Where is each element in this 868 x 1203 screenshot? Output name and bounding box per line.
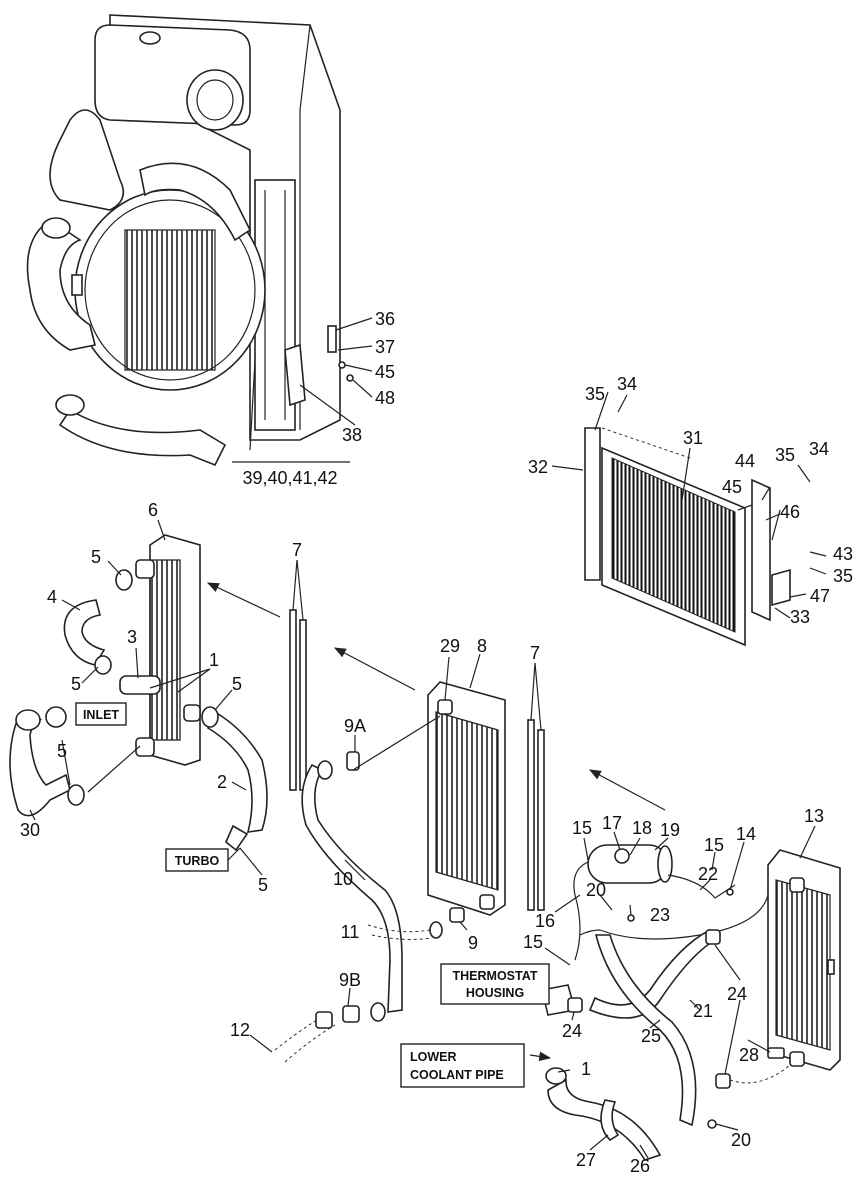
callout-15-b: 15 [704, 835, 724, 855]
callout-16: 16 [535, 911, 555, 931]
callout-20-b: 20 [731, 1130, 751, 1150]
callout-34-a: 34 [617, 374, 637, 394]
callout-24-b: 24 [727, 984, 747, 1004]
callout-21: 21 [693, 1001, 713, 1021]
callout-19: 19 [660, 820, 680, 840]
thermostat-label-line2: HOUSING [466, 986, 524, 1000]
callout-numbers: 36 37 45 48 38 39,40,41,42 35 34 31 32 4… [20, 309, 853, 1176]
radiator-assembly [26, 14, 373, 467]
callout-3: 3 [127, 627, 137, 647]
callout-4: 4 [47, 587, 57, 607]
callout-5-e: 5 [258, 875, 268, 895]
callout-9b: 9B [339, 970, 361, 990]
lower-label-line2: COOLANT PIPE [410, 1068, 504, 1082]
callout-22: 22 [698, 864, 718, 884]
callout-18: 18 [632, 818, 652, 838]
callout-5-a: 5 [91, 547, 101, 567]
callout-15-a: 15 [572, 818, 592, 838]
callout-12: 12 [230, 1020, 250, 1040]
callout-45-top: 45 [375, 362, 395, 382]
lower-coolant-pipe-label-box: LOWER COOLANT PIPE [400, 1043, 525, 1088]
callout-44: 44 [735, 451, 755, 471]
callout-23: 23 [650, 905, 670, 925]
callout-31: 31 [683, 428, 703, 448]
turbo-label-box: TURBO [165, 848, 229, 872]
callout-5-b: 5 [71, 674, 81, 694]
callout-33: 33 [790, 607, 810, 627]
callout-7-a: 7 [292, 540, 302, 560]
callout-17: 17 [602, 813, 622, 833]
callout-26: 26 [630, 1156, 650, 1176]
callout-2: 2 [217, 772, 227, 792]
callout-39-42: 39,40,41,42 [242, 468, 337, 488]
ac-condenser-assembly [551, 391, 827, 647]
callout-14: 14 [736, 824, 756, 844]
coolant-piping-assembly [517, 825, 841, 1161]
callout-5-d: 5 [57, 741, 67, 761]
callout-20-a: 20 [586, 880, 606, 900]
callout-10: 10 [333, 869, 353, 889]
turbo-label: TURBO [175, 854, 220, 868]
inlet-label: INLET [83, 708, 119, 722]
callout-1-a: 1 [209, 650, 219, 670]
callout-13: 13 [804, 806, 824, 826]
callout-28: 28 [739, 1045, 759, 1065]
callout-46: 46 [780, 502, 800, 522]
callout-29: 29 [440, 636, 460, 656]
center-cooler-assembly [206, 559, 666, 1063]
callout-34-b: 34 [809, 439, 829, 459]
callout-25: 25 [641, 1026, 661, 1046]
callout-45-b: 45 [722, 477, 742, 497]
thermostat-housing-label-box: THERMOSTAT HOUSING [440, 963, 550, 1005]
callout-48: 48 [375, 388, 395, 408]
charge-air-cooler-assembly [9, 519, 268, 876]
callout-35-b: 35 [775, 445, 795, 465]
thermostat-label-line1: THERMOSTAT [453, 969, 538, 983]
callout-30: 30 [20, 820, 40, 840]
callout-47: 47 [810, 586, 830, 606]
callout-35-c: 35 [833, 566, 853, 586]
callout-32: 32 [528, 457, 548, 477]
callout-38: 38 [342, 425, 362, 445]
callout-37: 37 [375, 337, 395, 357]
callout-43: 43 [833, 544, 853, 564]
callout-27: 27 [576, 1150, 596, 1170]
callout-15-c: 15 [523, 932, 543, 952]
callout-6: 6 [148, 500, 158, 520]
callout-8: 8 [477, 636, 487, 656]
callout-5-c: 5 [232, 674, 242, 694]
callout-35-a: 35 [585, 384, 605, 404]
lower-label-line1: LOWER [410, 1050, 457, 1064]
callout-1-b: 1 [581, 1059, 591, 1079]
callout-7-b: 7 [530, 643, 540, 663]
callout-11: 11 [341, 922, 360, 942]
callout-24-a: 24 [562, 1021, 582, 1041]
inlet-label-box: INLET [75, 702, 127, 726]
callout-36: 36 [375, 309, 395, 329]
callout-9a: 9A [344, 716, 366, 736]
callout-9: 9 [468, 933, 478, 953]
